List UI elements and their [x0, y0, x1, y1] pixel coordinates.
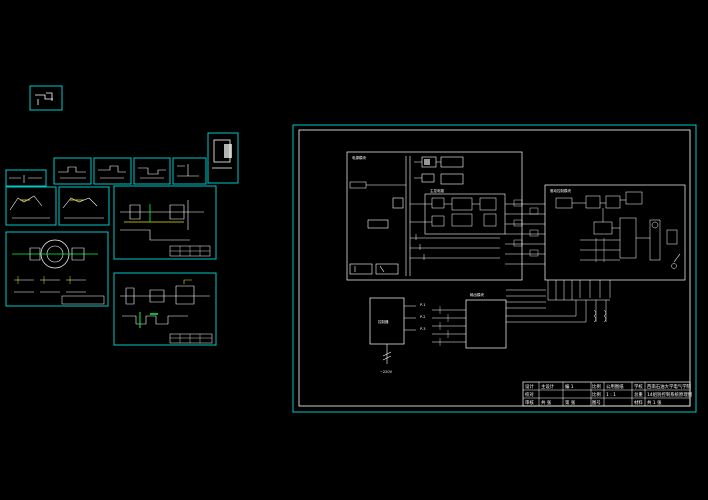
thumbnail-sheet-4[interactable]	[93, 157, 132, 185]
title-r3-c6: 材料	[634, 399, 643, 406]
thumbnail-sheet-7[interactable]	[207, 132, 239, 184]
thumbnail-sheet-3[interactable]	[53, 157, 92, 185]
thumbnail-sheet-5[interactable]	[133, 157, 171, 185]
thumbnail-sheet-11[interactable]	[5, 231, 109, 307]
thumbnail-sheet-9[interactable]	[58, 186, 110, 226]
power-module-block: 电源模块 主控电路	[346, 151, 523, 281]
title-r3-c4: 图号	[592, 400, 601, 406]
title-r1-c7: 西南石油大学电气学院	[647, 383, 692, 390]
thumbnail-sheet-2[interactable]	[5, 169, 47, 187]
drive-module-label: 驱动控制模块	[550, 188, 571, 193]
controller-block: 控制器 ~220V P-1 P-2 P-3	[369, 297, 426, 374]
title-r1-c1: 设计	[525, 383, 534, 390]
title-r2-c7: 14组别控制系统原理图	[647, 391, 693, 398]
title-r2-c1: 校对	[525, 391, 534, 398]
title-r1-c5: 公用图纸	[606, 383, 624, 390]
main-control-label: 主控电路	[430, 188, 444, 193]
title-r2-c5: 1 : 1	[606, 392, 616, 398]
thumbnail-sheet-6[interactable]	[172, 157, 207, 185]
controller-label: 控制器	[378, 319, 389, 324]
interconnect-wiring	[505, 199, 611, 323]
title-r2-c6: 总重	[634, 391, 643, 398]
supply-note: ~220V	[380, 370, 393, 374]
title-r1-c2: 主设计	[541, 383, 555, 390]
title-r1-c4: 比例	[592, 383, 601, 390]
title-r3-c1: 审核	[525, 399, 534, 406]
output-module-block: 输出模块	[432, 292, 507, 349]
main-schematic-sheet[interactable]	[292, 124, 697, 413]
title-r3-c7: 共 1 张	[647, 399, 662, 406]
title-r2-c4: 比例	[592, 391, 601, 398]
tag-p2: P-2	[420, 315, 426, 319]
thumbnail-sheet-1[interactable]	[29, 85, 63, 111]
tag-p1: P-1	[420, 303, 426, 307]
power-module-label: 电源模块	[352, 155, 366, 160]
thumbnail-sheet-8[interactable]	[5, 186, 57, 226]
output-module-label: 输出模块	[470, 292, 484, 297]
title-block: 设计 主设计 编 1 比例 公用图纸 学校 西南石油大学电气学院 校对 比例 1…	[522, 381, 693, 407]
drive-control-module-block: 驱动控制模块	[544, 184, 686, 281]
tag-p3: P-3	[420, 327, 426, 331]
title-r3-c3: 第 张	[565, 399, 576, 406]
title-r1-c6: 学校	[634, 383, 643, 390]
title-r1-c3: 编 1	[565, 383, 574, 390]
thumbnail-sheet-10[interactable]	[113, 185, 217, 260]
thumbnail-sheet-12[interactable]	[113, 272, 217, 346]
title-r3-c2: 共 张	[541, 399, 552, 406]
